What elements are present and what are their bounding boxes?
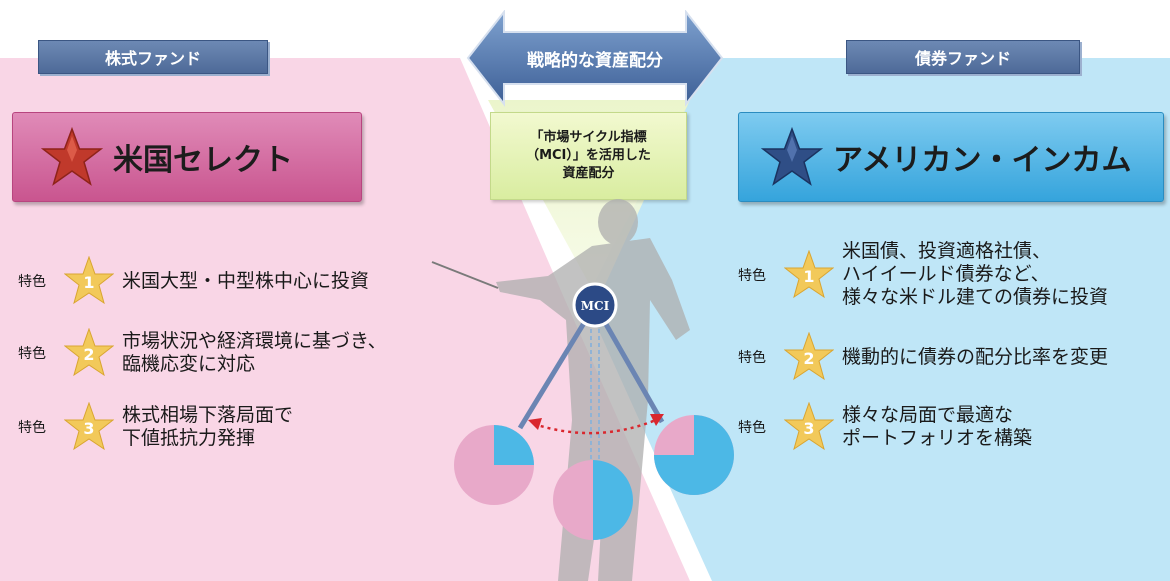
feature-tag: 特色 xyxy=(18,346,46,362)
feature-tag: 特色 xyxy=(738,267,766,284)
feature-text-line: 様々な米ドル建ての債券に投資 xyxy=(842,286,1109,308)
feature-text-line: 株式相場下落局面で xyxy=(122,404,294,426)
pie-bond-slice xyxy=(654,415,734,495)
svg-text:2: 2 xyxy=(803,349,814,368)
feature-text-line: 市場状況や経済環境に基づき、 xyxy=(122,330,387,352)
feature-text-line: 米国債、投資適格社債、 xyxy=(842,240,1052,262)
bond-fund-header: 債券ファンド xyxy=(846,40,1080,74)
feature-text-line: 米国大型・中型株中心に投資 xyxy=(122,269,370,292)
mci-line: 「市場サイクル指標 xyxy=(530,130,647,145)
pie-bond-slice xyxy=(494,425,534,465)
stock-fund-header-label: 株式ファンド xyxy=(104,49,201,68)
number-star-icon: 1 xyxy=(64,256,114,305)
bond-fund-box: アメリカン・インカム xyxy=(738,112,1164,202)
mci-node xyxy=(572,282,618,328)
svg-text:1: 1 xyxy=(803,267,814,286)
feature-text-line: ポートフォリオを構築 xyxy=(842,427,1033,449)
stock-feature-1: 特色 1 米国大型・中型株中心に投資 xyxy=(18,256,369,306)
feature-text-line: 下値抵抗力発揮 xyxy=(122,427,256,449)
stock-feature-2: 特色 2 市場状況や経済環境に基づき、 臨機応変に対応 xyxy=(18,328,387,378)
pendulum-arm-left xyxy=(517,303,598,430)
pie-bond-slice xyxy=(593,460,633,540)
swing-arrowhead-right xyxy=(650,414,664,426)
mci-line: 資産配分 xyxy=(562,166,615,181)
mci-line: （MCI）」を活用した xyxy=(526,148,651,163)
number-star-icon: 3 xyxy=(64,402,114,451)
conductor-silhouette xyxy=(496,199,690,581)
feature-tag: 特色 xyxy=(738,420,766,436)
number-star-icon: 3 xyxy=(784,402,834,451)
swing-arrowhead-left xyxy=(528,418,542,430)
bond-feature-1: 特色 1 米国債、投資適格社債、 ハイイールド債券など、 様々な米ドル建ての債券… xyxy=(738,240,1108,309)
bond-fund-name: アメリカン・インカム xyxy=(833,143,1132,178)
number-star-icon: 2 xyxy=(64,328,114,377)
stock-fund-box: 米国セレクト xyxy=(12,112,362,202)
svg-text:3: 3 xyxy=(803,419,814,438)
bond-fund-header-label: 債券ファンド xyxy=(914,49,1011,68)
stock-fund-name: 米国セレクト xyxy=(113,143,293,178)
svg-text:2: 2 xyxy=(83,345,94,364)
svg-text:1: 1 xyxy=(83,273,94,292)
feature-text-line: ハイイールド債券など、 xyxy=(842,263,1050,285)
feature-text-line: 臨機応変に対応 xyxy=(122,353,256,375)
strategy-double-arrow xyxy=(466,10,724,107)
feature-tag: 特色 xyxy=(738,350,766,366)
stock-fund-header: 株式ファンド xyxy=(38,40,268,74)
feature-text-line: 機動的に債券の配分比率を変更 xyxy=(842,345,1109,368)
baton xyxy=(431,261,499,289)
stock-feature-3: 特色 3 株式相場下落局面で 下値抵抗力発揮 xyxy=(18,402,293,452)
bond-feature-3: 特色 3 様々な局面で最適な ポートフォリオを構築 xyxy=(738,402,1032,452)
feature-text-line: 様々な局面で最適な xyxy=(842,404,1014,426)
mci-description-box: 「市場サイクル指標 （MCI）」を活用した 資産配分 xyxy=(490,112,687,200)
feature-tag: 特色 xyxy=(18,420,46,436)
star-icon xyxy=(761,126,823,186)
svg-text:3: 3 xyxy=(83,419,94,438)
star-icon xyxy=(41,126,103,186)
number-star-icon: 2 xyxy=(784,332,834,381)
number-star-icon: 1 xyxy=(784,249,834,298)
feature-tag: 特色 xyxy=(18,274,46,290)
swing-arrow xyxy=(533,418,657,435)
mci-node-label: MCI xyxy=(581,299,610,313)
strategy-label: 戦略的な資産配分 xyxy=(527,50,663,71)
allocation-pies xyxy=(454,415,734,540)
bond-feature-2: 特色 2 機動的に債券の配分比率を変更 xyxy=(738,332,1108,382)
